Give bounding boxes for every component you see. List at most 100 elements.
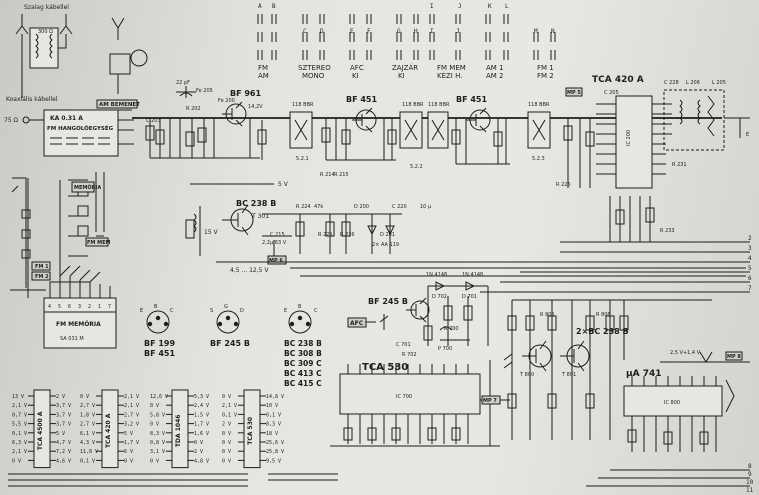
svg-text:2× AA 119: 2× AA 119 [372, 242, 399, 248]
svg-text:10 µ: 10 µ [420, 204, 432, 210]
svg-text:MP 6: MP 6 [269, 258, 283, 264]
ic-pin-voltage: 0,1 V [12, 431, 27, 437]
ic-pin-voltage: 0 V [150, 458, 159, 464]
ic-pin-voltage: 10 V [266, 403, 278, 409]
svg-text:B: B [298, 304, 302, 310]
pinout-3-type: BC 238 B [284, 339, 322, 348]
tca420a-ic [615, 95, 653, 189]
svg-text:5.2.1: 5.2.1 [296, 156, 309, 162]
ohm-300-label: 300 Ω [38, 29, 53, 35]
svg-text:S: S [210, 308, 213, 314]
svg-text:5: 5 [58, 304, 61, 310]
svg-text:T 800: T 800 [519, 372, 534, 378]
svg-text:IC 700: IC 700 [396, 394, 412, 400]
tuner-part-label: KA 0.31 A [50, 115, 83, 122]
ic-pin-voltage: 2 V [222, 422, 231, 428]
svg-text:4: 4 [748, 255, 752, 262]
ic-pin-voltage: 0 V [124, 458, 133, 464]
bf451b-label: BF 451 [456, 95, 487, 104]
bf961-label: BF 961 [230, 89, 261, 98]
pinout-bf245b: S G D BF 245 B [210, 304, 250, 348]
svg-text:MP 5: MP 5 [567, 90, 581, 96]
ic-pin-voltage: 4,3 V [80, 440, 95, 446]
ic-pin-voltage: 6,1 V [80, 431, 95, 437]
svg-text:R 805: R 805 [540, 312, 555, 318]
ic-table-name: TCA 4500 A [37, 411, 44, 450]
svg-text:3: 3 [78, 304, 81, 310]
svg-text:7: 7 [108, 304, 111, 310]
ic-pin-voltage: 0 V [150, 422, 159, 428]
ic-pin-voltage: 3,2 V [124, 422, 139, 428]
svg-text:5.2.2: 5.2.2 [410, 164, 423, 170]
ic-pin-voltage: 1,7 V [124, 440, 139, 446]
svg-text:11: 11 [746, 487, 754, 494]
svg-text:6: 6 [68, 304, 71, 310]
pinout-bc238b: E B C BC 238 B BC 308 B BC 309 C BC 413 … [284, 304, 322, 388]
coax-label: Koaxiális kábellel [6, 96, 58, 103]
svg-text:A: A [258, 3, 262, 10]
svg-text:L 205: L 205 [712, 80, 726, 86]
svg-text:6: 6 [748, 275, 752, 282]
switch-label-zajzar-ki: KI [398, 72, 405, 80]
svg-text:C 205: C 205 [604, 90, 619, 96]
ic-pin-voltage: 3,7 V [56, 422, 71, 428]
svg-text:D 200: D 200 [354, 204, 369, 210]
svg-text:7: 7 [748, 285, 752, 292]
diode-label-a: 1N 4148 [426, 272, 447, 278]
ic-pin-voltage: 3,7 V [56, 403, 71, 409]
ic-pin-voltage: 1,8 V [80, 412, 95, 418]
switch-label-fm-mem: FM MEM [437, 64, 466, 72]
ic-pin-voltage: 1,5 V [194, 412, 209, 418]
svg-text:B: B [154, 304, 158, 310]
bc238b-label: BC 238 B [236, 199, 276, 208]
svg-text:R 702: R 702 [402, 352, 417, 358]
svg-text:B: B [272, 3, 276, 10]
switch-letter: F [367, 28, 371, 35]
svg-text:K: K [488, 3, 492, 10]
svg-text:IC 800: IC 800 [664, 400, 680, 406]
ic-pin-voltage: 0 V [222, 394, 231, 400]
svg-text:E: E [284, 308, 287, 314]
tca530-ic [339, 373, 481, 415]
ic-pin-voltage: 5,5 V [12, 422, 27, 428]
svg-text:MP 7: MP 7 [483, 398, 497, 404]
fm-mem-label: FM MEM [87, 240, 111, 246]
memory-label: MEMÓRIA [74, 184, 101, 191]
voltage-15v-label: 15 V [204, 229, 219, 236]
svg-text:E: E [746, 132, 749, 138]
diode-label-b: 1N 4148 [462, 272, 483, 278]
filter-2-label: 118 BBR [402, 102, 424, 108]
svg-text:C: C [314, 308, 318, 314]
fm2-box [31, 271, 51, 281]
ic-pin-voltage: 9,5 V [266, 458, 281, 464]
ic-pin-voltage: 0 V [194, 440, 203, 446]
svg-text:P 700: P 700 [438, 346, 452, 352]
svg-text:L: L [505, 3, 509, 10]
svg-text:2: 2 [748, 235, 752, 242]
ic-table-name: TDA 1046 [175, 415, 182, 448]
ic-pin-voltage: 2,1 V [12, 403, 27, 409]
switch-letter: I [430, 28, 434, 35]
ic-pin-voltage: 11,8 V [80, 449, 98, 455]
ic-pin-voltage: 8,3 V [266, 422, 281, 428]
ic-pin-voltage: 4,6 V [56, 458, 71, 464]
svg-text:R 806: R 806 [596, 312, 611, 318]
ic-pin-voltage: 1,7 V [194, 422, 209, 428]
switch-letter: C [303, 28, 307, 35]
if-stages: 118 BBR BF 451 118 BBR 118 BBR BF 451 11… [289, 95, 551, 178]
afc-label: AFC [350, 320, 364, 327]
svg-text:14,2V: 14,2V [248, 104, 263, 110]
svg-text:2,2µ/63 V: 2,2µ/63 V [262, 240, 287, 246]
ic-pin-voltage: 2,1 V [222, 403, 237, 409]
pinout-2-type: BF 245 B [210, 339, 250, 348]
mp7-box [481, 395, 501, 405]
switch-letter: J [456, 28, 460, 35]
ohm-75-label: 75 Ω [4, 117, 19, 124]
mp6-box [267, 255, 287, 265]
ic-pin-voltage: 0 V [222, 431, 231, 437]
ic-pin-voltage: 3,1 V [150, 449, 165, 455]
sa031m-label: SA 031 M [60, 336, 84, 342]
switch-letter: E [350, 28, 354, 35]
svg-text:4: 4 [48, 304, 51, 310]
